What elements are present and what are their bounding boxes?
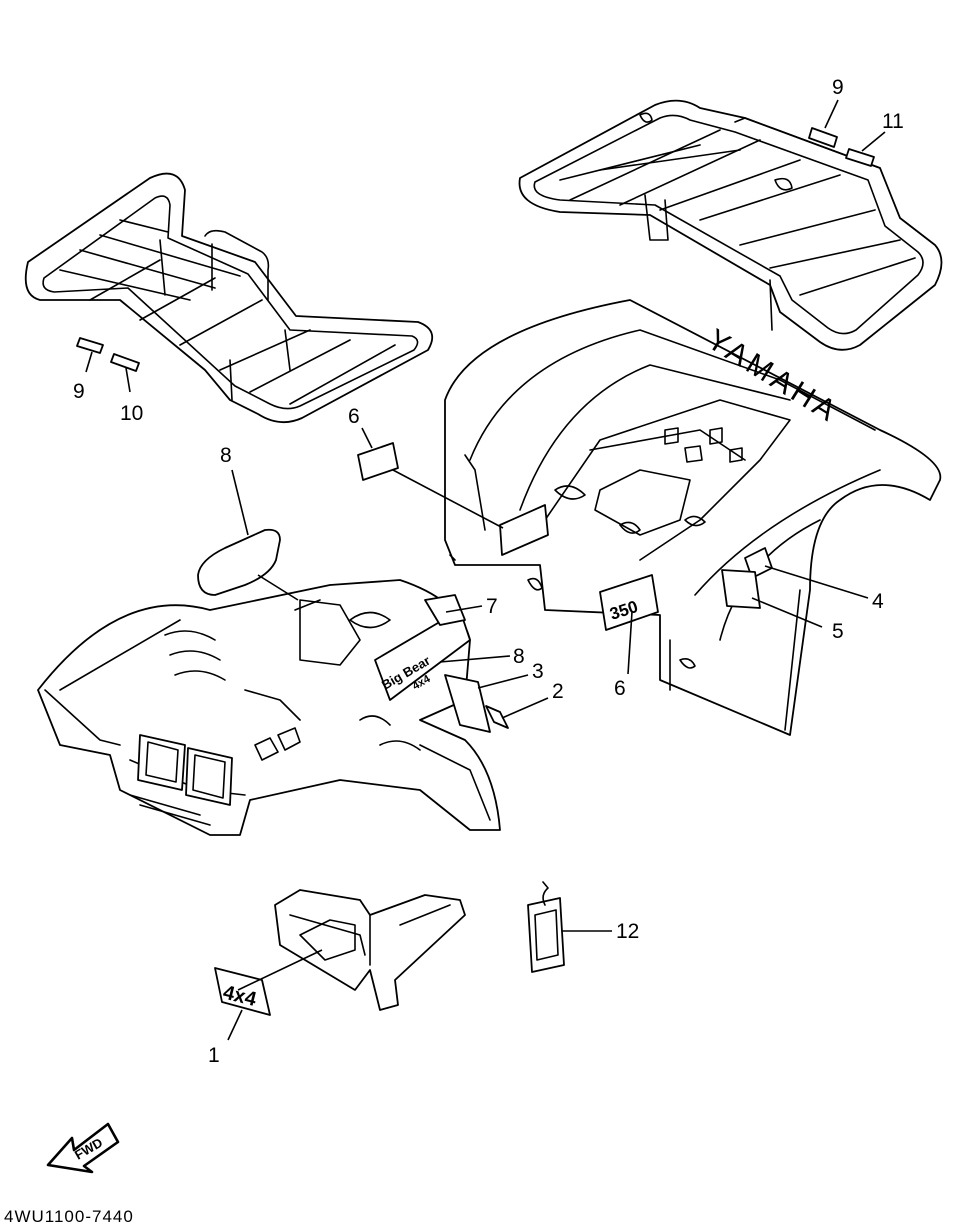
front-guard (274, 889, 466, 1011)
decal-11 (845, 148, 875, 167)
front-fender (37, 579, 501, 836)
label-part-5: 5 (832, 620, 844, 643)
label-part-9-rear: 9 (832, 76, 844, 99)
label-part-1: 1 (208, 1044, 220, 1067)
decal-9-front (76, 337, 104, 354)
label-part-2: 2 (552, 680, 564, 703)
decal-6-top (357, 442, 399, 481)
decal-2 (485, 705, 509, 729)
decal-4x4: 4x4 (214, 967, 271, 1016)
label-part-10: 10 (120, 402, 143, 425)
label-part-9-front: 9 (73, 380, 85, 403)
decal-6-fender-side (499, 504, 549, 556)
decal-350: 350 (599, 574, 659, 631)
decal-10 (110, 353, 140, 372)
label-part-6-bottom: 6 (614, 677, 626, 700)
part-number-labels: 9 10 9 11 6 8 7 8 3 2 4 5 6 12 1 (73, 76, 904, 1067)
label-part-11: 11 (882, 110, 904, 133)
tag-12 (527, 881, 565, 973)
big-bear-decal: Big Bear 4x4 (374, 609, 471, 701)
label-part-4: 4 (872, 590, 884, 613)
decal-3 (444, 674, 491, 733)
decal-5 (721, 569, 761, 609)
leader-lines (85, 99, 886, 1041)
label-part-3: 3 (532, 660, 544, 683)
rear-fender (444, 299, 942, 736)
label-part-7: 7 (486, 595, 498, 618)
fwd-arrow-label: FWD (72, 1135, 105, 1163)
decal-9-rear (808, 127, 838, 148)
decal-8-seat (197, 528, 281, 596)
drawing-code: 4WU1100-7440 (4, 1207, 134, 1226)
label-part-12: 12 (616, 920, 639, 943)
rear-carrier-rack (518, 99, 943, 351)
decal-7 (424, 594, 466, 626)
label-part-8-top: 8 (220, 444, 232, 467)
fwd-direction-arrow: FWD (46, 1122, 120, 1174)
label-part-8-mid: 8 (513, 645, 525, 668)
label-part-6-top: 6 (348, 405, 360, 428)
front-carrier-rack (24, 172, 434, 424)
